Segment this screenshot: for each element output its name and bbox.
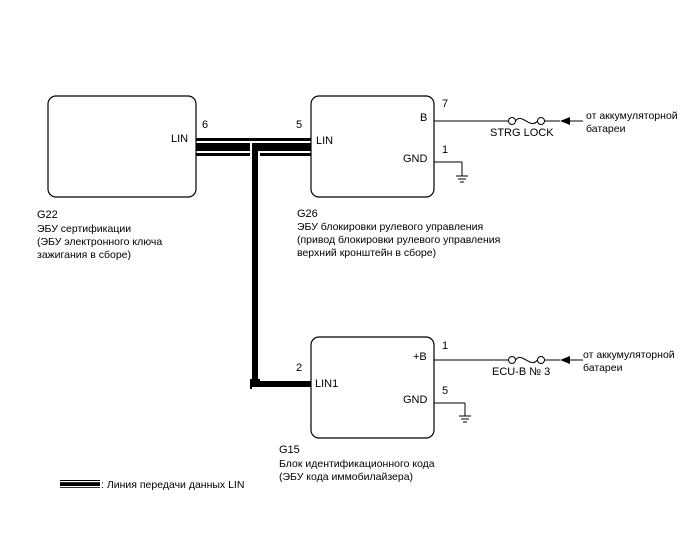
g15-code: G15 <box>279 444 300 456</box>
g26-name: ЭБУ блокировки рулевого управления <box>297 221 483 233</box>
strg-lock-fuse-terminal-left <box>508 117 516 125</box>
g26-pin-lin-label: LIN <box>316 135 333 147</box>
g15-component: LIN1 2 +B 1 GND 5 G15 Блок идентификацио… <box>279 336 448 483</box>
g15-pin-b-number: 1 <box>442 340 448 352</box>
g22-desc-line1: (ЭБУ электронного ключа <box>37 236 162 248</box>
g15-pin-gnd-number: 5 <box>442 385 448 397</box>
battery-label-line2-bottom: батареи <box>583 362 623 374</box>
lin-line-legend-icon <box>60 480 100 488</box>
g22-desc-line2: зажигания в сборе) <box>37 249 131 261</box>
g15-pin-lin-number: 2 <box>296 362 302 374</box>
strg-lock-fuse-terminal-right <box>537 117 545 125</box>
g22-pin-lin-number: 6 <box>202 119 208 131</box>
g15-pin-b-label: +B <box>413 351 427 363</box>
battery-arrow-icon <box>560 356 570 364</box>
g26-pin-gnd-label: GND <box>403 153 428 165</box>
g15-pin-gnd-label: GND <box>403 394 428 406</box>
g15-box <box>310 336 435 439</box>
g15-ground <box>434 402 471 423</box>
g26-component: LIN 5 B 7 GND 1 G26 ЭБУ блокировки рулев… <box>296 95 500 259</box>
g26-pin-b-label: B <box>420 112 427 124</box>
g15-name: Блок идентификационного кода <box>279 458 435 470</box>
g26-pin-gnd-number: 1 <box>442 144 448 156</box>
g15-pin-lin-label: LIN1 <box>315 378 338 390</box>
ecu-b3-fuse-icon <box>515 356 538 364</box>
g26-desc-line1: (привод блокировки рулевого управления <box>297 234 500 246</box>
lin-bus <box>196 138 311 389</box>
g26-pin-lin-number: 5 <box>296 119 302 131</box>
battery-label-line2-top: батареи <box>586 123 626 135</box>
g26-desc-line2: верхний кронштейн в сборе) <box>297 247 436 259</box>
strg-lock-fuse-label: STRG LOCK <box>490 127 554 139</box>
g22-pin-lin-label: LIN <box>171 133 188 145</box>
g15-power-circuit: ECU-B № 3 от аккумуляторной батареи <box>434 349 675 378</box>
g26-pin-b-number: 7 <box>442 98 448 110</box>
g22-box <box>47 95 197 198</box>
g26-code: G26 <box>297 208 318 220</box>
g26-box <box>310 95 435 198</box>
legend-text: : Линия передачи данных LIN <box>101 479 244 491</box>
ecu-b3-fuse-terminal-left <box>508 356 516 364</box>
legend: : Линия передачи данных LIN <box>60 479 244 491</box>
g22-code: G22 <box>37 209 58 221</box>
strg-lock-fuse-icon <box>515 117 538 125</box>
ground-icon <box>459 415 471 423</box>
ecu-b3-fuse-terminal-right <box>537 356 545 364</box>
g15-desc-line1: (ЭБУ кода иммобилайзера) <box>279 471 413 483</box>
g26-ground <box>434 161 468 183</box>
g22-name: ЭБУ сертификации <box>37 223 131 235</box>
battery-label-line1-bottom: от аккумуляторной <box>583 349 675 361</box>
ecu-b3-fuse-label: ECU-B № 3 <box>492 366 550 378</box>
battery-arrow-icon <box>560 117 570 125</box>
ground-icon <box>456 175 468 183</box>
g26-power-circuit: STRG LOCK от аккумуляторной батареи <box>434 110 678 139</box>
battery-label-line1-top: от аккумуляторной <box>586 110 678 122</box>
g22-component: LIN 6 G22 ЭБУ сертификации (ЭБУ электрон… <box>37 95 208 261</box>
